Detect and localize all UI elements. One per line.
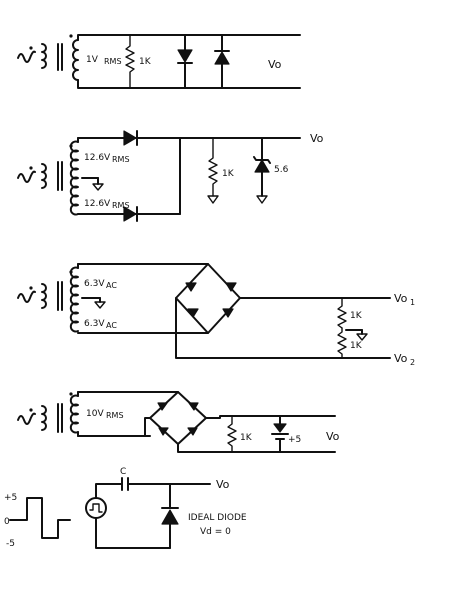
bridge-rectifier — [149, 391, 207, 445]
ground-symbol — [345, 329, 368, 341]
transformer-core — [57, 43, 63, 71]
resistor-upper-label: 1K — [350, 311, 363, 321]
cap-label: +5 — [288, 435, 301, 445]
ac-source-symbol — [17, 286, 36, 303]
upper-winding-sub: RMS — [112, 155, 130, 164]
transformer-core — [57, 403, 63, 433]
lower-winding-sub: RMS — [112, 201, 130, 210]
top-rail — [77, 34, 301, 39]
circuit-1: 1V RMS 1K Vo — [17, 34, 301, 89]
source-voltage-sub: RMS — [104, 57, 122, 66]
output-label: Vo — [268, 58, 282, 71]
ac-source-symbol — [17, 408, 36, 425]
zener-or-battery — [271, 415, 289, 453]
return-rail — [177, 443, 336, 453]
return-rail — [175, 297, 391, 359]
ideal-diode — [161, 507, 179, 549]
transformer-core — [57, 281, 63, 311]
transformer-primary-coil — [41, 283, 47, 309]
upper-winding-label: 12.6V — [84, 153, 111, 163]
lower-winding-label: 6.3V — [84, 319, 105, 329]
transformer-primary-coil — [41, 43, 47, 69]
center-tap-ground — [81, 297, 106, 309]
output2-sub: 2 — [410, 358, 415, 367]
resistor-lower-label: 1K — [350, 341, 363, 351]
resistor-label: 1K — [240, 433, 253, 443]
transformer-secondary-coil — [69, 140, 79, 216]
output-rail — [205, 415, 336, 419]
transformer-core — [57, 161, 63, 191]
diode-lower — [123, 206, 138, 222]
return-wire — [95, 517, 171, 549]
center-tap-ground — [81, 177, 104, 191]
diode-upper — [123, 130, 138, 146]
transformer-primary-coil — [41, 405, 47, 431]
zener-diode — [253, 137, 271, 204]
resistor-1k — [125, 34, 135, 89]
output2-label: Vo — [394, 352, 408, 365]
transformer-secondary-coil — [69, 392, 79, 434]
capacitor-label: C — [120, 467, 126, 477]
diode-1 — [177, 34, 193, 89]
circuit-4: 10V RMS 1K +5 Vo — [17, 391, 340, 453]
output1-sub: 1 — [410, 298, 415, 307]
circuit-5: +5 0 -5 C Vo IDEAL DIODE Vd = 0 — [4, 467, 247, 549]
lower-winding-label: 12.6V — [84, 199, 111, 209]
diode-note-line1: IDEAL DIODE — [188, 513, 247, 523]
upper-winding-sub: AC — [106, 281, 117, 290]
transformer-secondary-coil — [69, 34, 79, 81]
diode-note-line2: Vd = 0 — [200, 527, 231, 537]
output-label: Vo — [326, 430, 340, 443]
output-label: Vo — [310, 132, 324, 145]
ac-source-symbol — [17, 46, 36, 63]
resistor-1k-upper — [337, 297, 347, 329]
square-wave-input — [9, 497, 71, 539]
transformer-secondary-coil — [69, 266, 79, 333]
ac-source-symbol — [17, 166, 36, 183]
zener-label: 5.6 — [274, 165, 289, 175]
circuit-3: 6.3V AC 6.3V AC 1K 1K — [17, 263, 415, 367]
wire — [95, 483, 123, 499]
resistor-label: 1K — [139, 57, 152, 67]
source-voltage-label: 10V — [86, 409, 104, 419]
transformer-primary-coil — [41, 163, 47, 189]
upper-winding-label: 6.3V — [84, 279, 105, 289]
diode-2 — [214, 34, 230, 89]
bridge-input-wire — [144, 417, 151, 437]
resistor-1k — [207, 137, 219, 204]
source-voltage-label: 1V — [86, 55, 99, 65]
wave-low-label: -5 — [6, 539, 15, 549]
circuit-2: 12.6V RMS 12.6V RMS 1K 5.6 Vo — [17, 130, 324, 222]
output1-label: Vo — [394, 292, 408, 305]
resistor-1k — [227, 415, 237, 453]
source-voltage-sub: RMS — [106, 411, 124, 420]
bottom-rail — [77, 79, 301, 89]
bridge-rectifier — [175, 263, 241, 334]
lower-winding-sub: AC — [106, 321, 117, 330]
resistor-1k-lower — [337, 327, 347, 359]
wave-zero-label: 0 — [4, 517, 10, 527]
wave-high-label: +5 — [4, 493, 17, 503]
resistor-label: 1K — [222, 169, 235, 179]
output-label: Vo — [216, 478, 230, 491]
signal-source — [85, 497, 107, 519]
